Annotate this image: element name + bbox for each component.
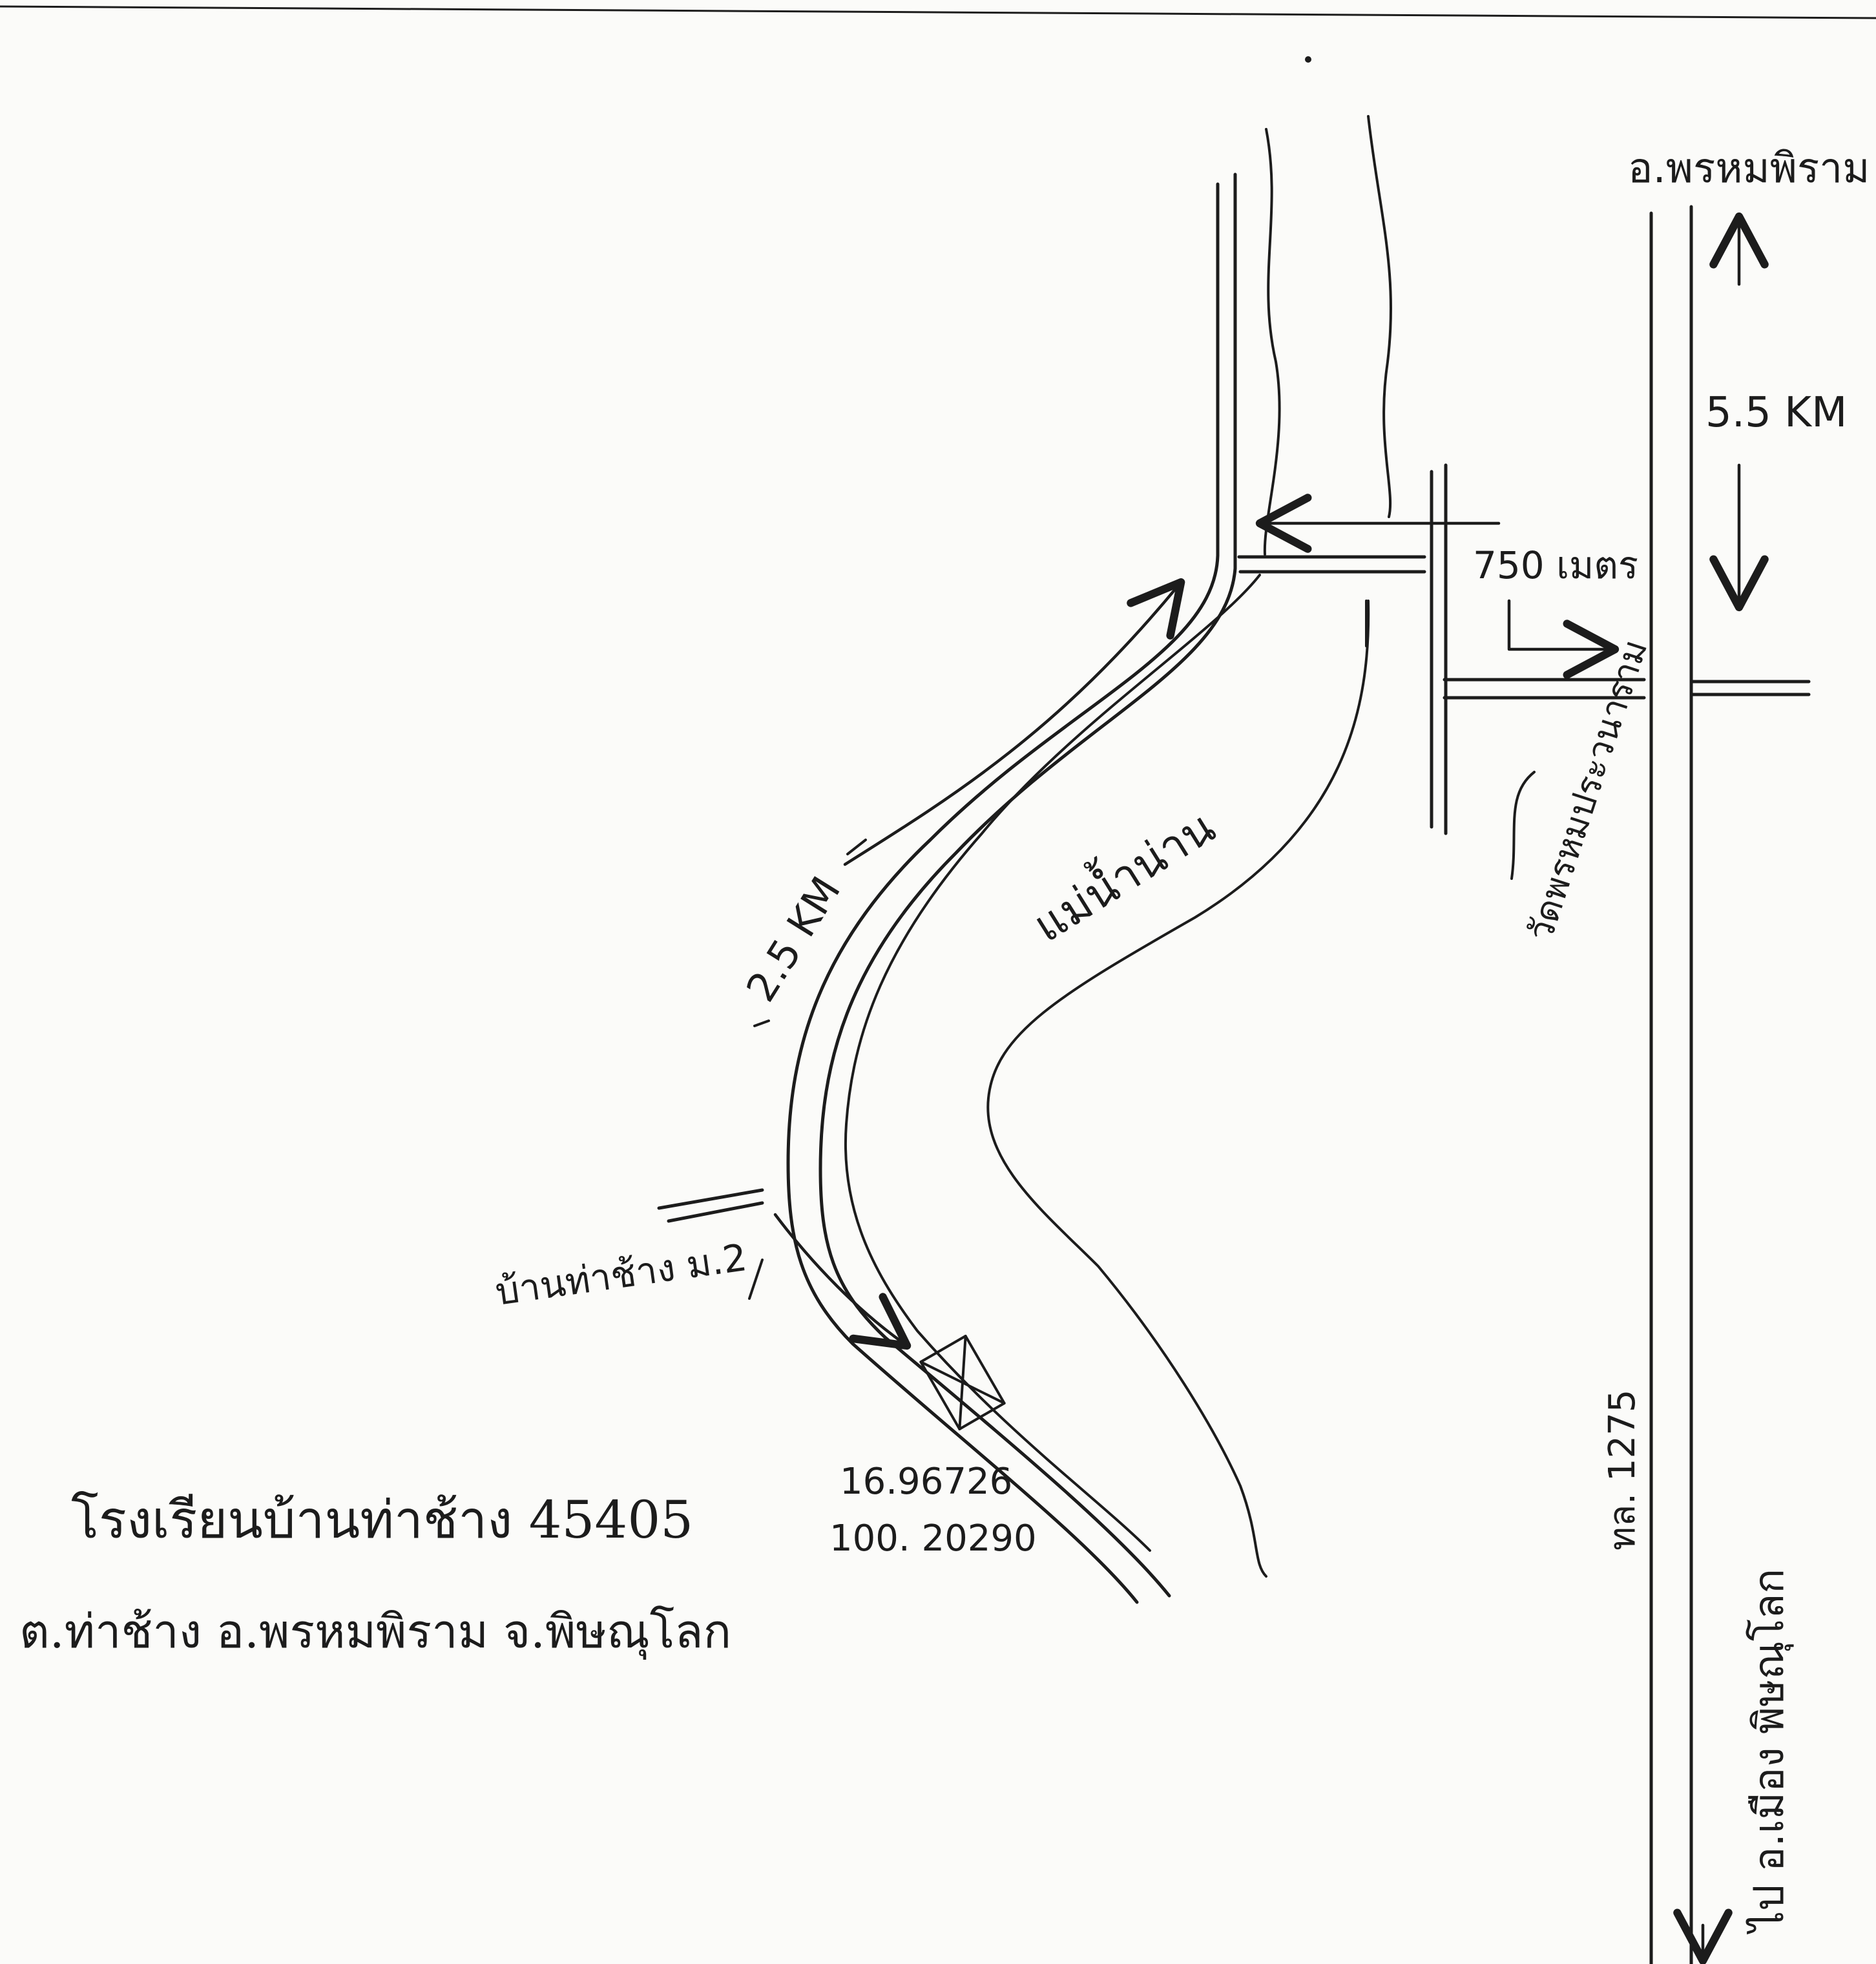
- label-village: บ้านท่าช้าง ม.2: [492, 1235, 749, 1314]
- village-tick: [748, 1259, 764, 1300]
- label-temple: วัดพรหมประวนาราม: [1519, 634, 1655, 946]
- arrow-along-bank-road: [843, 578, 1185, 866]
- label-distance-east: 750 เมตร: [1473, 543, 1638, 587]
- label-address-line: ต.ท่าช้าง อ.พรหมพิราม จ.พิษณุโลก: [19, 1604, 731, 1660]
- label-latitude: 16.96726: [840, 1461, 1012, 1503]
- distance-tick-top: [753, 1019, 770, 1027]
- label-highway: ทล. 1275: [1601, 1390, 1643, 1551]
- label-distance-north: 5.5 KM: [1705, 389, 1847, 437]
- label-river-name: แม่น้ำน่าน: [1021, 795, 1224, 952]
- label-longitude: 100. 20290: [829, 1518, 1037, 1560]
- scan-edge-line: [0, 5, 1876, 19]
- label-city-south: ไป อ.เมือง พิษณุโลก: [1746, 1569, 1794, 1935]
- label-school-line: โรงเรียนบ้านท่าช้าง 45405: [71, 1490, 693, 1550]
- distance-tick-bottom: [846, 839, 867, 855]
- bank-road-east-edge: [818, 172, 1237, 1598]
- bank-road-west-edge: [786, 182, 1220, 1604]
- speck-dot: [1305, 56, 1311, 63]
- arrow-to-highway: [1507, 599, 1620, 679]
- village-road-top: [657, 1188, 764, 1210]
- river-east-bank: [986, 115, 1393, 1578]
- arrow-to-site: [773, 1213, 912, 1350]
- temple-brace: [1510, 771, 1536, 880]
- site-marker: [919, 1335, 1006, 1430]
- label-district-north: อ.พรหมพิราม: [1628, 145, 1870, 193]
- label-distance-river-road: 2.5 KM: [737, 868, 849, 1010]
- village-road-bottom: [667, 1201, 764, 1223]
